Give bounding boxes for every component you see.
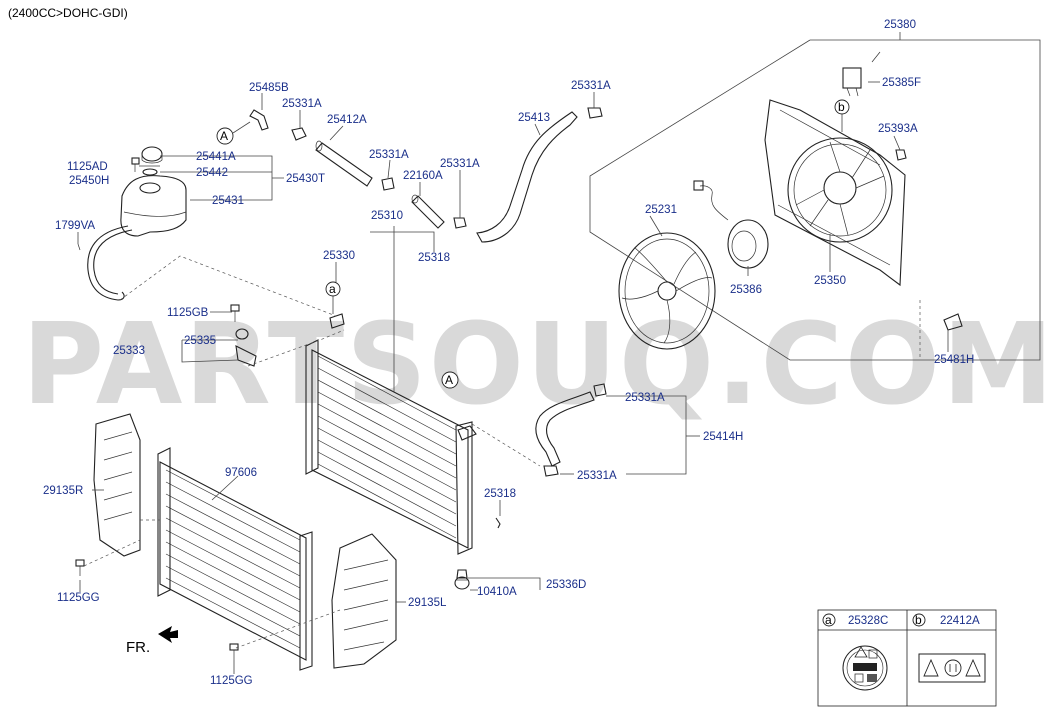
clamp-1799VA[interactable] [77, 243, 81, 251]
label-25331A-5[interactable]: 25331A [577, 470, 617, 482]
label-25331A-4[interactable]: 25331A [625, 392, 665, 404]
label-25380[interactable]: 25380 [884, 19, 916, 31]
label-1125GB[interactable]: 1125GB [167, 307, 209, 319]
label-25414H[interactable]: 25414H [703, 431, 743, 443]
bolt-1125GB[interactable] [230, 304, 240, 322]
label-97606[interactable]: 97606 [225, 467, 257, 479]
legend-b-letter: b [915, 613, 922, 627]
label-25442[interactable]: 25442 [196, 167, 228, 179]
clamp-25331A-mid[interactable] [381, 177, 395, 191]
label-25481H[interactable]: 25481H [934, 354, 974, 366]
label-25441A[interactable]: 25441A [196, 151, 236, 163]
callout-A-circle-1 [216, 127, 234, 145]
bracket-25330[interactable] [329, 313, 345, 329]
pipe-22160A[interactable] [411, 194, 445, 229]
label-29135R[interactable]: 29135R [43, 485, 83, 497]
label-25318-2[interactable]: 25318 [484, 488, 516, 500]
clamp-25331A-lower1[interactable] [593, 383, 607, 397]
front-direction-label: FR. [126, 639, 150, 656]
label-25333[interactable]: 25333 [113, 345, 145, 357]
label-25231[interactable]: 25231 [645, 204, 677, 216]
label-1125GG-2[interactable]: 1125GG [210, 675, 253, 687]
fan-shroud[interactable] [764, 99, 906, 287]
label-25335[interactable]: 25335 [184, 335, 216, 347]
label-25318-1[interactable]: 25318 [418, 252, 450, 264]
label-25485B[interactable]: 25485B [249, 82, 289, 94]
callout-A-circle-2 [441, 371, 459, 389]
legend-b-circle [912, 613, 926, 627]
coolant-reservoir[interactable] [120, 175, 187, 237]
oring-25336D[interactable] [456, 569, 468, 579]
fan-assembly-group: b [589, 39, 1041, 361]
clip-25481H[interactable] [943, 313, 963, 331]
watermark-text: PARTSOUQ.COM [22, 300, 1056, 430]
air-guard-29135R[interactable] [93, 413, 141, 557]
reservoir-hose[interactable] [87, 225, 133, 301]
label-25430T[interactable]: 25430T [286, 173, 325, 185]
callout-b-text: b [838, 100, 845, 114]
clamp-25331A-upper[interactable] [291, 127, 307, 141]
warning-label-a-icon [842, 645, 888, 691]
label-25331A-top[interactable]: 25331A [571, 80, 611, 92]
fan-resistor[interactable] [842, 67, 862, 97]
callout-A-text-2: A [445, 373, 453, 387]
label-25331A-2[interactable]: 25331A [369, 149, 409, 161]
label-25330[interactable]: 25330 [323, 250, 355, 262]
hose-25413[interactable] [476, 111, 578, 243]
hose-25412A[interactable] [315, 140, 373, 187]
fitting-25485B[interactable] [249, 109, 269, 131]
label-25450H[interactable]: 25450H [69, 175, 109, 187]
pin-25318[interactable] [495, 517, 501, 529]
label-25386[interactable]: 25386 [730, 284, 762, 296]
clamp-25331A-lower2[interactable] [543, 465, 559, 477]
label-1799VA[interactable]: 1799VA [55, 220, 95, 232]
label-22160A[interactable]: 22160A [403, 170, 443, 182]
label-29135L[interactable]: 29135L [408, 597, 447, 609]
label-25331A-1[interactable]: 25331A [282, 98, 322, 110]
bolt-1125GG-lower[interactable] [229, 643, 239, 660]
bolt-1125GG-upper[interactable] [75, 559, 85, 576]
fan-blade[interactable] [618, 232, 716, 350]
bolt-1125AD[interactable] [131, 157, 140, 172]
callout-A-text-1: A [220, 129, 228, 143]
warning-label-b-icon [918, 653, 986, 683]
reservoir-gasket[interactable] [142, 168, 158, 176]
label-25336D[interactable]: 25336D [546, 579, 586, 591]
callout-a-text: a [329, 282, 336, 296]
reservoir-cap[interactable] [141, 146, 163, 164]
label-25310[interactable]: 25310 [371, 210, 403, 222]
radiator[interactable] [305, 339, 477, 555]
label-25350[interactable]: 25350 [814, 275, 846, 287]
label-1125GG-1[interactable]: 1125GG [57, 592, 100, 604]
label-10410A[interactable]: 10410A [477, 586, 517, 598]
clamp-25331A-top[interactable] [587, 107, 603, 119]
label-1125AD[interactable]: 1125AD [67, 161, 108, 173]
legend-a-code[interactable]: 25328C [848, 615, 888, 627]
legend-a-letter: a [825, 613, 832, 627]
front-direction-arrow-icon [158, 626, 178, 643]
drain-plug-10410A[interactable] [454, 576, 470, 590]
label-25412A[interactable]: 25412A [327, 114, 367, 126]
reservoir-group: A [77, 109, 307, 301]
hose-25414H[interactable] [535, 391, 595, 467]
bracket-25333[interactable] [235, 328, 257, 367]
label-25393A[interactable]: 25393A [878, 123, 918, 135]
label-25331A-3[interactable]: 25331A [440, 158, 480, 170]
label-25385F[interactable]: 25385F [882, 77, 921, 89]
legend-a-circle [822, 613, 836, 627]
air-guard-29135L[interactable] [331, 533, 397, 669]
clamp-25331A-right[interactable] [453, 217, 467, 229]
label-25431[interactable]: 25431 [212, 195, 244, 207]
condenser-97606[interactable] [157, 447, 313, 671]
engine-spec-header: (2400CC>DOHC-GDI) [8, 6, 128, 20]
clip-25393A[interactable] [895, 149, 907, 161]
legend-b-code[interactable]: 22412A [940, 615, 980, 627]
label-25413[interactable]: 25413 [518, 112, 550, 124]
legend-table: a 25328C b 22412A [817, 609, 997, 707]
